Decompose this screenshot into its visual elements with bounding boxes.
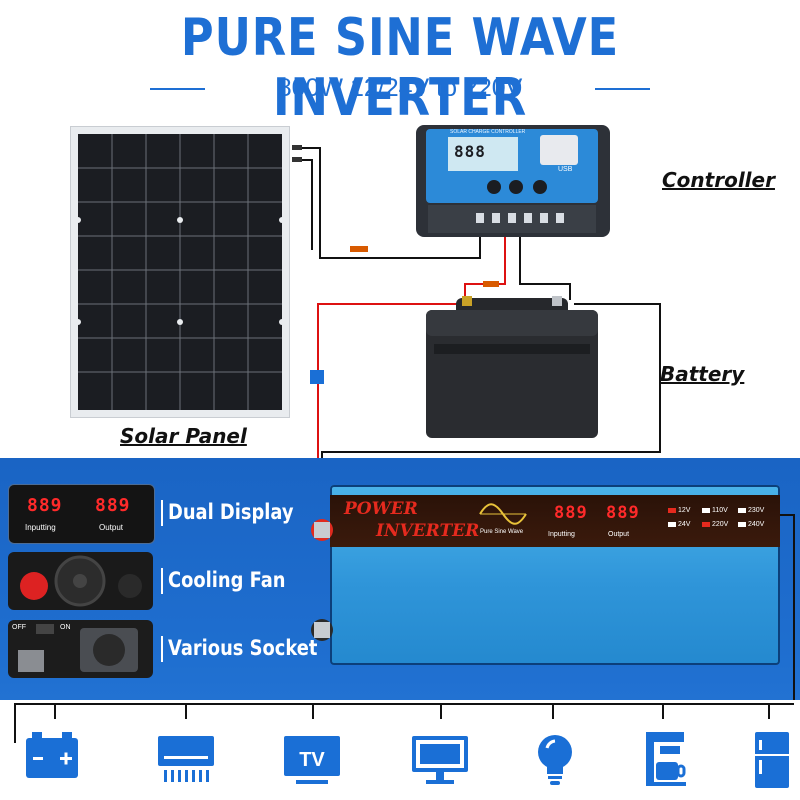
switch-off-label: OFF [12, 624, 26, 631]
tv-icon-label: TV [299, 749, 325, 771]
feature-separator [161, 568, 163, 594]
battery-label: Battery [660, 362, 745, 386]
inverter-output-caption: Output [608, 531, 630, 538]
inverter-terminals [311, 519, 333, 641]
feature-cooling-fan: Cooling Fan [168, 568, 286, 592]
dual-display-thumb: 889 889 Inputting Output [8, 484, 155, 544]
voltage-label: 24V [678, 521, 691, 528]
controller-lcd-value: 888 [454, 142, 486, 161]
fan-image [20, 555, 142, 607]
sine-wave-icon [479, 503, 527, 525]
voltage-label: 12V [678, 507, 691, 514]
controller-top-text: SOLAR CHARGE CONTROLLER [450, 129, 526, 135]
distribution-tick [185, 703, 187, 719]
socket-thumb: OFF ON [8, 620, 153, 678]
inverter-brand-power: POWER [344, 499, 418, 519]
voltage-indicator: 220V [702, 521, 728, 528]
distribution-tick [440, 703, 442, 719]
subtitle-row: 800W 12/24V to 220V [150, 74, 650, 104]
subtitle-left-line [150, 88, 205, 90]
voltage-label: 240V [748, 521, 765, 528]
voltage-label: 220V [712, 521, 729, 528]
subtitle-right-line [595, 88, 650, 90]
distribution-tick [768, 703, 770, 719]
inverter-input-caption: Inputting [548, 531, 575, 538]
voltage-led [738, 507, 746, 513]
voltage-led [668, 507, 676, 513]
cooling-fan-thumb [8, 552, 153, 610]
distribution-tick [312, 703, 314, 719]
page-title: PURE SINE WAVE INVERTER [180, 8, 620, 128]
controller-usb-label: USB [558, 166, 573, 173]
coffee-maker-icon [646, 732, 686, 786]
inverter-faceplate: POWER INVERTER Pure Sine Wave 889 889 In… [330, 495, 780, 547]
distribution-tick [54, 703, 56, 719]
battery-icon [26, 732, 78, 778]
solar-panel-label: Solar Panel [120, 424, 247, 448]
charge-controller-image [416, 125, 610, 237]
inverter-image: POWER INVERTER Pure Sine Wave 889 889 In… [330, 485, 780, 665]
feature-separator [161, 500, 163, 526]
inverter-output-value: 889 [606, 503, 640, 523]
thumb-output-value: 889 [95, 495, 131, 516]
voltage-indicator: 240V [738, 521, 764, 528]
voltage-indicator: 230V [738, 507, 764, 514]
inverter-brand-inverter: INVERTER [376, 521, 480, 541]
distribution-tick [552, 703, 554, 719]
monitor-icon [412, 736, 468, 784]
thumb-input-caption: Inputting [25, 523, 56, 532]
tv-icon: TV [284, 736, 340, 784]
feature-various-socket: Various Socket [168, 636, 318, 660]
distribution-bar [14, 703, 794, 705]
distribution-tick [662, 703, 664, 719]
voltage-led [738, 521, 746, 527]
socket-image [18, 624, 138, 672]
inverter-input-value: 889 [554, 503, 588, 523]
voltage-indicator: 12V [668, 507, 690, 514]
voltage-label: 110V [712, 507, 728, 514]
voltage-led [702, 521, 710, 527]
switch-on-label: ON [60, 624, 71, 631]
voltage-label: 230V [748, 507, 765, 514]
battery-image [426, 296, 598, 438]
voltage-indicator: 24V [668, 521, 690, 528]
voltage-indicator: 110V [702, 507, 728, 514]
distribution-drop [14, 703, 16, 743]
voltage-led [668, 521, 676, 527]
inverter-wave-caption: Pure Sine Wave [480, 529, 524, 535]
solar-panel-image [70, 126, 290, 418]
subtitle: 800W 12/24V to 220V [277, 74, 523, 102]
feature-separator [161, 636, 163, 662]
voltage-led [702, 507, 710, 513]
light-bulb-icon [538, 735, 572, 785]
thumb-input-value: 889 [27, 495, 63, 516]
air-conditioner-icon [158, 736, 214, 782]
controller-label: Controller [662, 168, 775, 192]
refrigerator-icon [755, 732, 789, 788]
thumb-output-caption: Output [99, 523, 124, 532]
feature-dual-display: Dual Display [168, 500, 294, 524]
